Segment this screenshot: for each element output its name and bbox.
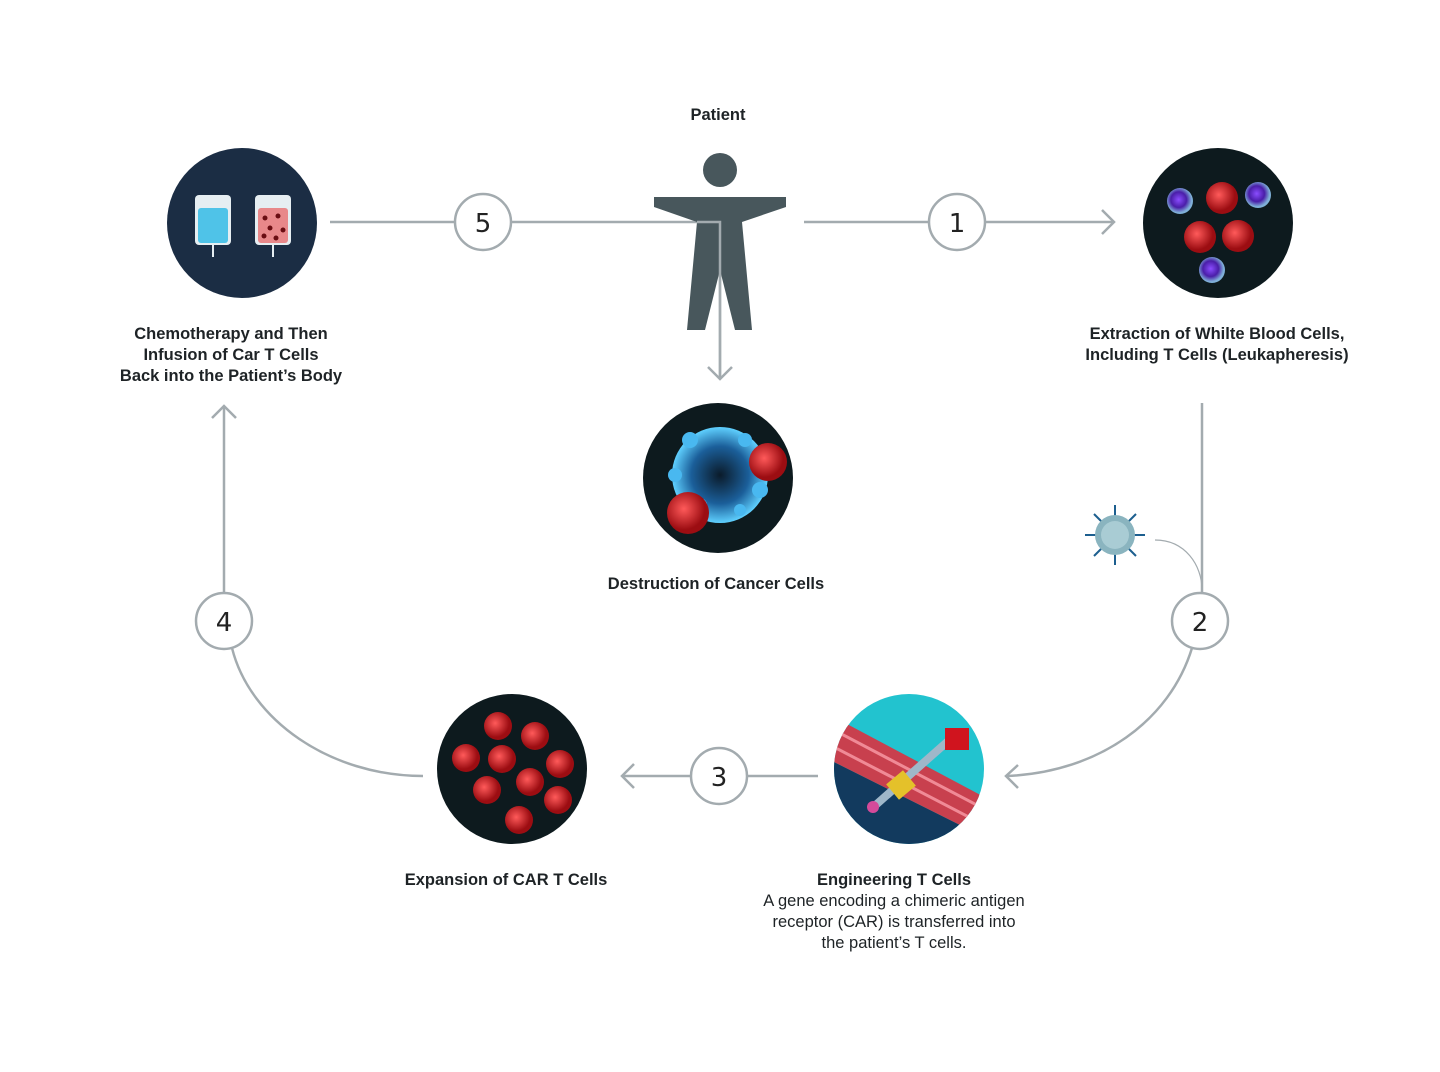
step-2-description-line: the patient’s T cells. <box>821 934 967 952</box>
step-5-label: Chemotherapy and Then Infusion of Car T … <box>120 324 342 387</box>
curve-expansion-to-4 <box>230 647 424 778</box>
svg-text:5: 5 <box>475 209 492 239</box>
arrow-right-icon <box>1101 209 1116 235</box>
step-3-label: Expansion of CAR T Cells <box>404 871 608 889</box>
car-t-cells-image <box>437 694 587 844</box>
line-5-to-patient <box>330 220 722 378</box>
step-5-title-line: Infusion of Car T Cells <box>143 346 319 364</box>
iv-bags-image <box>167 148 317 298</box>
patient-label: Patient <box>690 106 746 124</box>
svg-text:4: 4 <box>216 608 233 638</box>
outcome-label: Destruction of Cancer Cells <box>607 575 825 593</box>
curve-2-to-engineering <box>1006 647 1194 778</box>
svg-text:3: 3 <box>711 763 728 793</box>
step-5-title-line: Chemotherapy and Then <box>134 325 328 343</box>
step-1-label: Extraction of Whilte Blood Cells, Includ… <box>1085 324 1348 366</box>
arrow-up-icon <box>211 404 237 419</box>
step-1-title-line: Extraction of Whilte Blood Cells, <box>1089 325 1345 343</box>
step-2-description-line: A gene encoding a chimeric antigen <box>763 892 1025 910</box>
step-1-title-line: Including T Cells (Leukapheresis) <box>1085 346 1349 364</box>
badge-2: 2 <box>1170 591 1230 651</box>
arrow-left-icon <box>1004 764 1019 789</box>
badge-4: 4 <box>194 591 254 651</box>
badge-3: 3 <box>689 746 749 806</box>
badge-1: 1 <box>927 192 987 252</box>
arrow-left-icon <box>620 763 635 789</box>
car-receptor-image <box>834 694 984 844</box>
blood-cells-image <box>1143 148 1293 298</box>
cancer-destruction-image <box>643 403 793 553</box>
step-badges: 1 2 3 4 5 <box>194 192 1230 806</box>
step-2-description-line: receptor (CAR) is transferred into <box>772 913 1016 931</box>
svg-text:2: 2 <box>1192 608 1209 638</box>
vector-connector <box>1154 539 1203 591</box>
step-2-title: Engineering T Cells <box>816 871 972 889</box>
step-5-title-line: Back into the Patient’s Body <box>119 367 343 385</box>
arrow-down-icon <box>707 366 733 381</box>
step-2-label: Engineering T Cells A gene encoding a ch… <box>763 870 1024 954</box>
svg-text:1: 1 <box>949 209 966 239</box>
viral-vector-icon <box>1085 505 1145 565</box>
badge-5: 5 <box>453 192 513 252</box>
